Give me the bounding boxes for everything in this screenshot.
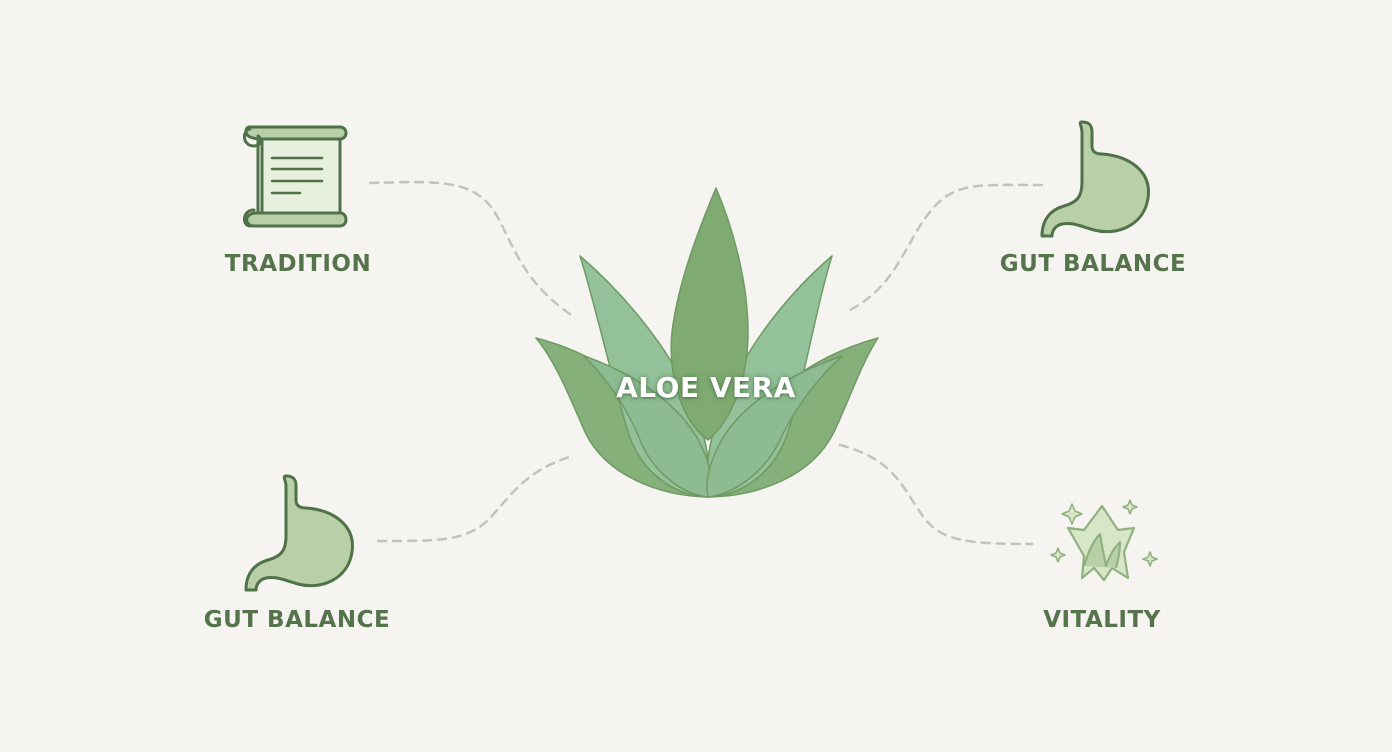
aloe-leaf <box>583 355 712 498</box>
connector-bottom-left <box>376 454 574 543</box>
center-label: ALOE VERA <box>616 371 796 404</box>
stomach-icon <box>1040 120 1150 238</box>
connector-top-right <box>844 183 1044 314</box>
node-label-gut-balance-bottom: GUT BALANCE <box>203 607 391 633</box>
connector-top-left <box>368 180 572 316</box>
aloe-leaf <box>670 187 749 441</box>
node-label-tradition: TRADITION <box>224 251 372 277</box>
aloe-vera-plant-icon <box>535 187 879 498</box>
stomach-icon <box>244 474 354 592</box>
aloe-leaf <box>706 355 843 498</box>
node-label-gut-balance-top: GUT BALANCE <box>999 251 1187 277</box>
node-label-vitality: VITALITY <box>1043 607 1161 633</box>
scroll-icon <box>243 125 348 228</box>
connector-bottom-right <box>838 443 1034 546</box>
sparkle-crown-icon <box>1050 499 1158 582</box>
